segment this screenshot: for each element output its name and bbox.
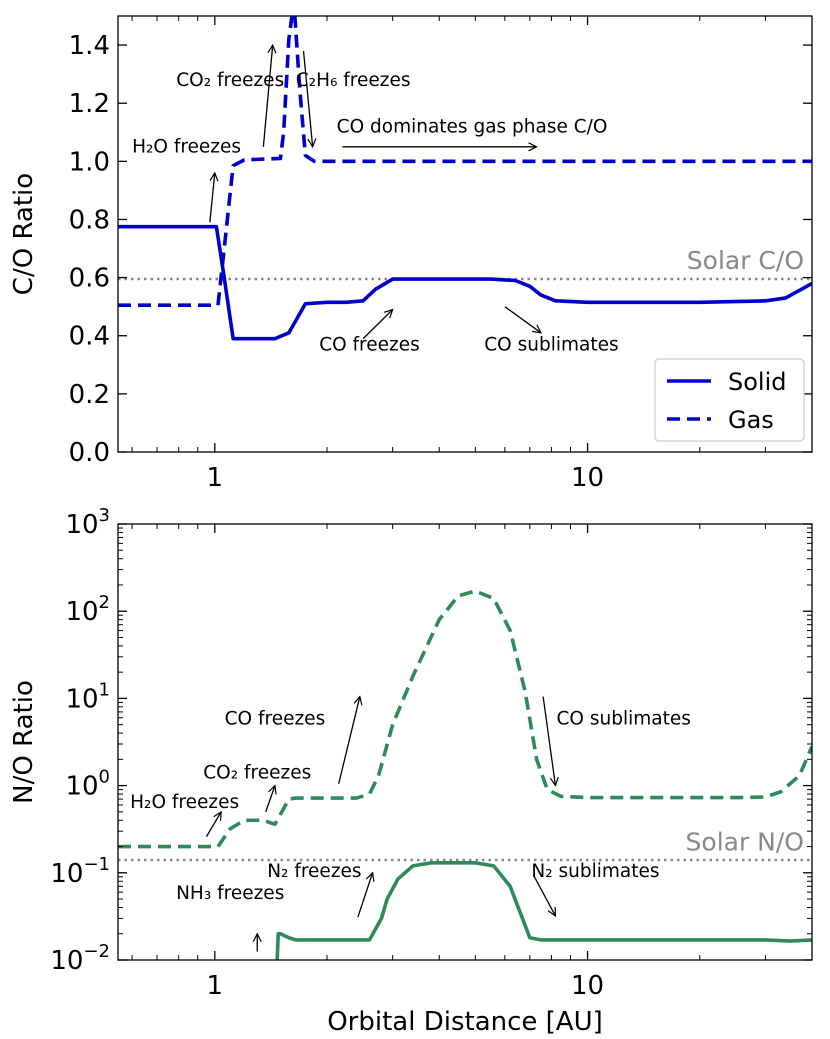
y-tick-label: 102 — [65, 592, 110, 627]
annotation-arrow — [362, 310, 393, 340]
y-tick-label: 1.2 — [69, 89, 110, 119]
annotation-h-o-freezes: H₂O freezes — [132, 137, 241, 158]
solid-series-line — [118, 224, 812, 341]
annotation-co-freezes: CO₂ freezes — [176, 70, 284, 91]
dashed-series-line — [118, 16, 812, 308]
x-tick-label: 10 — [571, 463, 604, 493]
annotation-arrow — [504, 306, 541, 333]
annotation-arrow — [205, 812, 221, 837]
y-tick-exponent: −2 — [83, 941, 110, 962]
x-tick-label: 10 — [571, 971, 604, 1001]
annotation-arrow — [265, 786, 275, 813]
y-tick-base: 10 — [65, 684, 98, 714]
y-axis-label: C/O Ratio — [9, 173, 39, 295]
y-tick-label: 1.4 — [69, 31, 110, 61]
annotation-arrow — [338, 697, 360, 784]
annotation-co-sublimates: CO sublimates — [556, 709, 690, 730]
axes-frame — [117, 15, 813, 453]
y-tick-label: 0.0 — [69, 438, 110, 468]
y-tick-label: 103 — [65, 505, 110, 540]
y-tick-base: 10 — [50, 859, 83, 889]
y-axis-label: N/O Ratio — [9, 680, 39, 804]
y-tick-exponent: 0 — [99, 767, 110, 788]
y-tick-base: 10 — [65, 510, 98, 540]
y-tick-label: 10−2 — [50, 941, 110, 976]
annotation-co-freezes: CO₂ freezes — [203, 763, 311, 784]
annotation-arrow — [357, 873, 373, 918]
y-tick-label: 101 — [65, 679, 110, 714]
y-tick-base: 10 — [50, 946, 83, 976]
x-tick-label: 1 — [207, 463, 224, 493]
y-tick-exponent: 2 — [99, 592, 110, 613]
co-ratio-panel: 1 10 0.0 0.2 0.4 0.6 0.8 1.0 1.2 1.4C/O Ratio H₂O … — [9, 15, 813, 493]
annotation-c-h-freezes: C₂H₆ freezes — [296, 70, 411, 91]
y-tick-label: 0.4 — [69, 322, 110, 352]
solid-series-line — [275, 861, 812, 960]
annotation-h-o-freezes: H₂O freezes — [130, 792, 239, 813]
annotation-nh-freezes: NH₃ freezes — [176, 883, 284, 904]
series-group — [118, 16, 812, 341]
x-axis-label: Orbital Distance [AU] — [327, 1007, 603, 1037]
legend-label-solid: Solid — [728, 368, 787, 396]
y-tick-label: 1.0 — [69, 147, 110, 177]
solar-reference-label: Solar C/O — [687, 246, 804, 275]
annotation-arrow — [302, 50, 313, 147]
annotation-co-dominates-gas-phase-c-o: CO dominates gas phase C/O — [337, 116, 608, 137]
axes-frame — [117, 523, 813, 961]
annotation-n-sublimates: N₂ sublimates — [531, 861, 659, 882]
annotation-co-freezes: CO freezes — [319, 334, 420, 355]
legend-label-gas: Gas — [728, 406, 774, 434]
y-tick-base: 10 — [65, 597, 98, 627]
annotation-arrow — [542, 696, 555, 786]
series-group — [118, 589, 812, 960]
y-tick-label: 0.2 — [69, 380, 110, 410]
annotation-co-sublimates: CO sublimates — [484, 334, 618, 355]
annotation-arrow — [209, 173, 215, 223]
y-tick-label: 0.6 — [69, 264, 110, 294]
y-tick-label: 0.8 — [69, 205, 110, 235]
dashed-series-line — [118, 589, 812, 849]
annotation-co-freezes: CO freezes — [225, 709, 326, 730]
x-tick-label: 1 — [207, 971, 224, 1001]
y-tick-exponent: 1 — [99, 679, 110, 700]
solar-reference-label: Solar N/O — [686, 828, 804, 857]
y-tick-exponent: −1 — [83, 854, 110, 875]
y-tick-label: 100 — [65, 767, 110, 802]
annotation-n-freezes: N₂ freezes — [267, 861, 361, 882]
annotation-arrow — [262, 45, 272, 147]
y-tick-label: 10−1 — [50, 854, 110, 889]
y-tick-exponent: 3 — [99, 505, 110, 526]
y-tick-base: 10 — [65, 772, 98, 802]
annotation-arrow — [533, 876, 555, 916]
